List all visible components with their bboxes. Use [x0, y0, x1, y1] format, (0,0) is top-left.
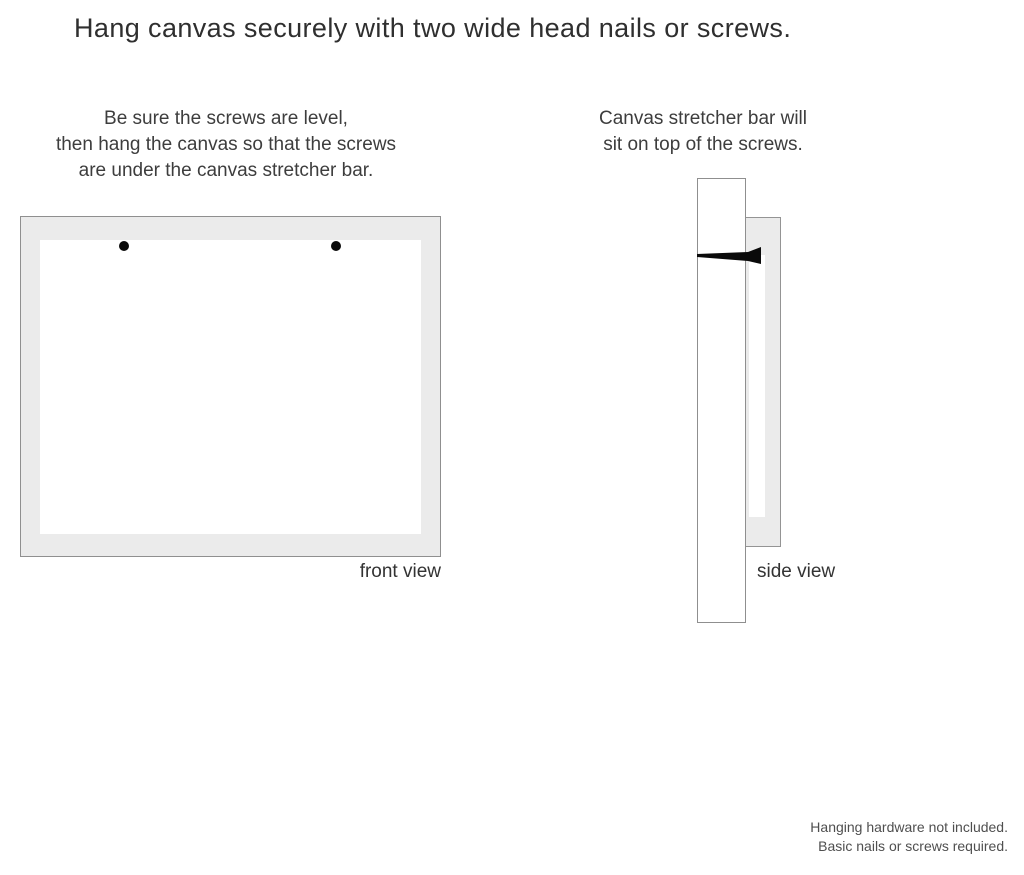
canvas-inner-face [40, 240, 421, 534]
side-view-instruction-text: Canvas stretcher bar will sit on top of … [598, 108, 808, 155]
front-view-canvas-diagram [20, 216, 441, 557]
nail-side-icon [697, 247, 761, 264]
nail-head-right-icon [331, 241, 341, 251]
canvas-edge-highlight [749, 255, 765, 517]
side-view-label: side view [757, 561, 836, 582]
side-view-canvas-edge [745, 217, 781, 547]
nail-head-left-icon [119, 241, 129, 251]
hardware-disclaimer-note: Hanging hardware not included. Basic nai… [810, 819, 1008, 854]
front-view-instruction-text: Be sure the screws are level, then hang … [55, 108, 397, 181]
front-view-label: front view [359, 561, 441, 582]
page-title: Hang canvas securely with two wide head … [74, 13, 792, 43]
side-view-stretcher-bar [697, 178, 746, 623]
